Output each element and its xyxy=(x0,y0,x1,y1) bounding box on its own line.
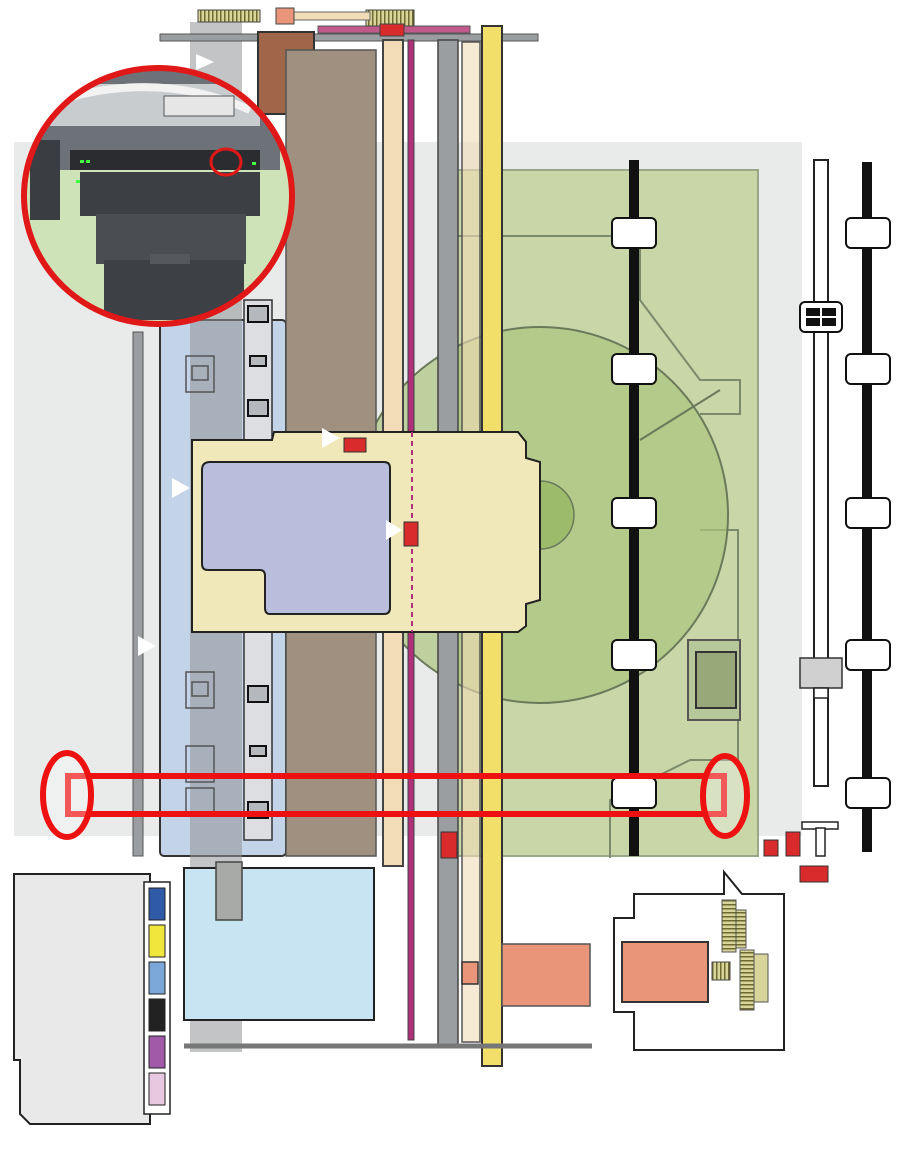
yellow-ink-cartridge xyxy=(148,924,166,958)
gray-rail-left xyxy=(132,331,144,857)
gray-mount xyxy=(215,861,243,921)
light-blue-box xyxy=(183,867,375,1021)
light-blue-ink-cartridge xyxy=(148,961,166,995)
inset-target-circle xyxy=(209,147,243,177)
pinion-gear xyxy=(711,961,731,981)
disc-spoke xyxy=(639,389,721,441)
salmon-pulley-left xyxy=(461,961,479,985)
belt-blocks-center xyxy=(611,217,657,809)
red-marker xyxy=(343,437,367,453)
cartridge-bay xyxy=(13,873,151,1125)
rail-stub xyxy=(813,687,829,699)
t-handle-stem xyxy=(815,827,826,857)
highlight-ring-left xyxy=(40,750,94,840)
inset-ring xyxy=(21,65,295,327)
gear-stack-mid xyxy=(735,909,747,949)
red-marker xyxy=(440,831,458,859)
red-marker xyxy=(763,839,779,857)
rail-slider xyxy=(799,657,843,689)
gear-plate xyxy=(753,953,769,1003)
purple-ink-cartridge xyxy=(148,1035,166,1069)
top-red-marker xyxy=(379,23,405,37)
red-marker xyxy=(799,865,829,883)
clip xyxy=(249,745,267,757)
red-marker xyxy=(403,521,419,547)
black-ink-cartridge xyxy=(148,998,166,1032)
top-left-gear-strip xyxy=(197,9,261,23)
clip xyxy=(247,685,269,703)
clip xyxy=(247,305,269,323)
top-peach-link xyxy=(291,11,371,21)
salmon-motor-right xyxy=(621,941,709,1003)
gear-stack-upper xyxy=(721,899,737,953)
clip xyxy=(249,355,267,367)
pink-ink-cartridge xyxy=(148,1072,166,1106)
belt-blocks-right xyxy=(845,217,891,809)
red-marker xyxy=(785,831,801,857)
tray-brackets xyxy=(185,355,215,817)
white-arrows xyxy=(138,54,402,922)
printer-photo-inset xyxy=(21,65,295,327)
gear-stack-lower xyxy=(739,949,755,1011)
salmon-motor-left xyxy=(501,943,591,1007)
carriage-window xyxy=(201,461,391,615)
blue-ink-cartridge xyxy=(148,887,166,921)
highlight-ring-right xyxy=(700,753,750,839)
ink-cartridges xyxy=(148,887,166,1106)
highlight-bar xyxy=(65,773,727,817)
clip xyxy=(247,399,269,417)
green-component-core xyxy=(695,651,737,709)
top-bar xyxy=(159,33,539,42)
top-salmon-pulley xyxy=(275,7,295,25)
rail-grip-icon xyxy=(799,301,843,333)
